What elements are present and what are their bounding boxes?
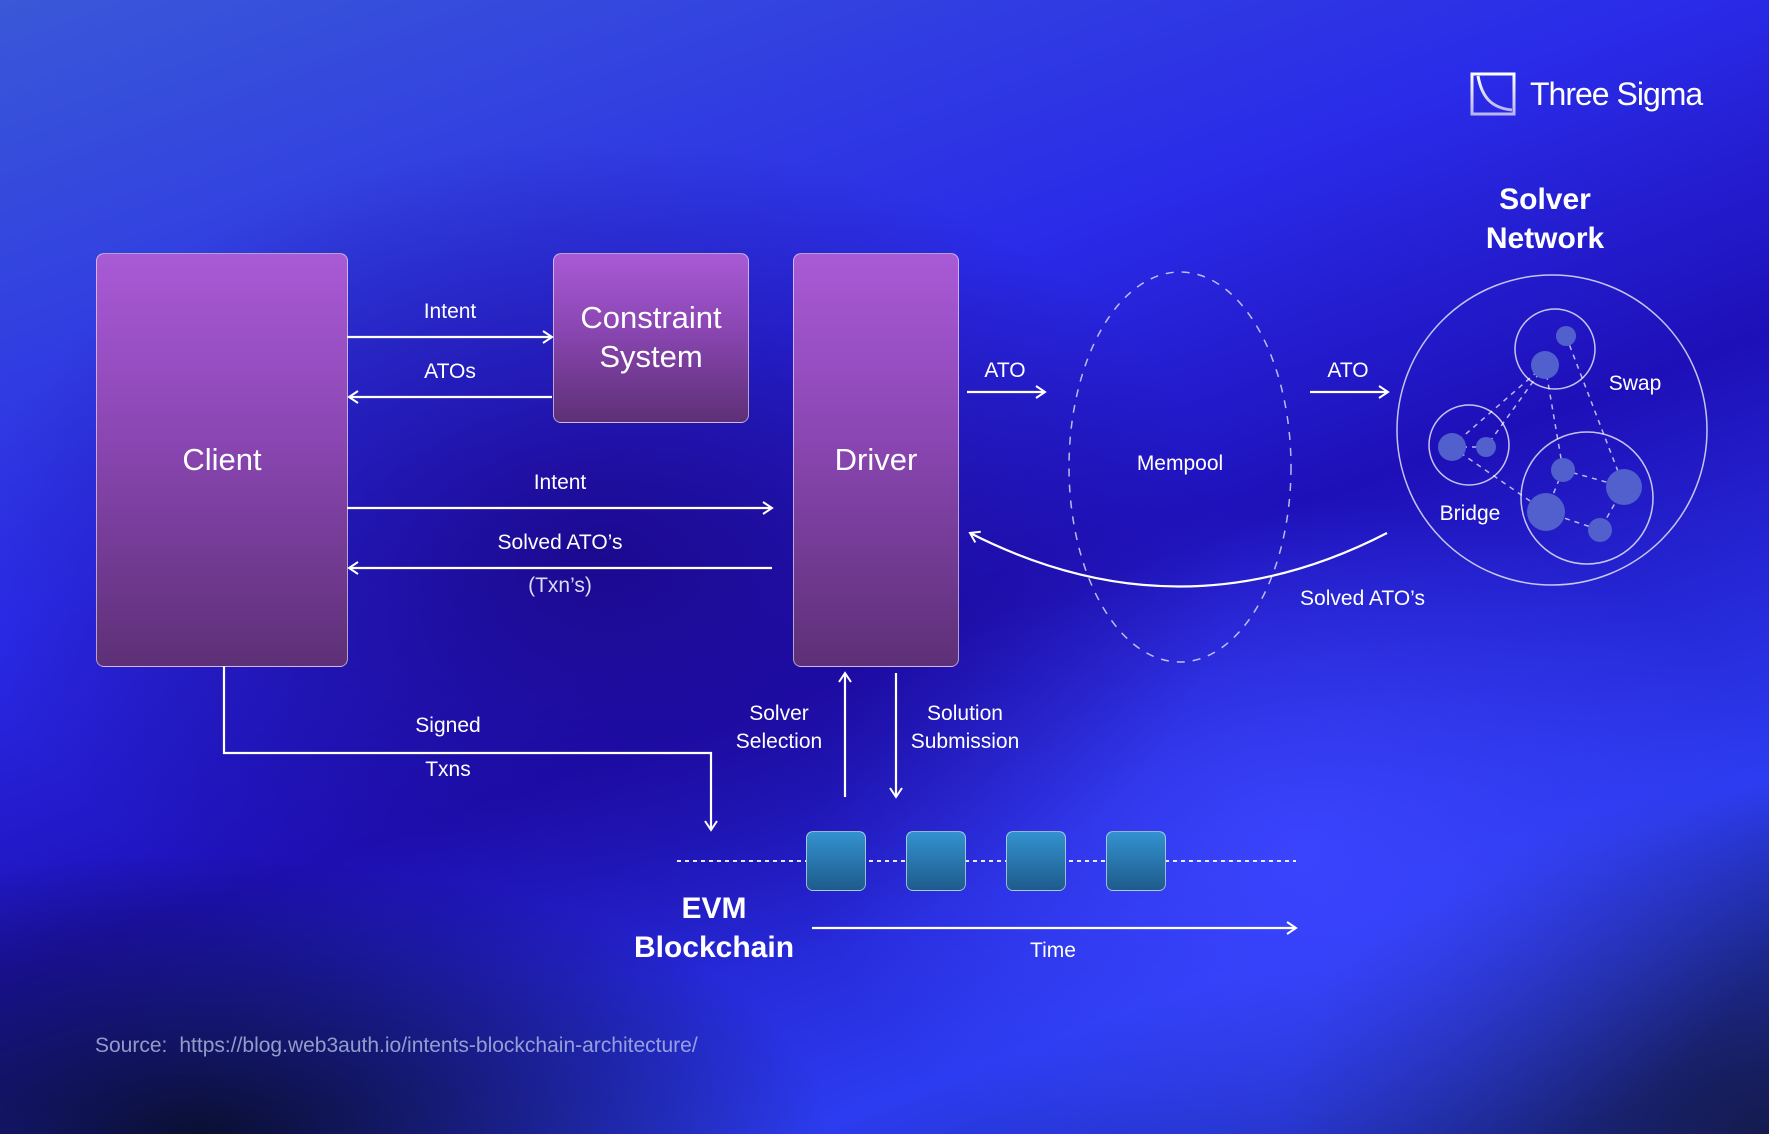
driver-node: Driver	[793, 253, 959, 667]
solver-node	[1527, 493, 1565, 531]
label-mempool-to-solvers: ATO	[1327, 359, 1369, 382]
label-driver-to-client: Solved ATO’s	[497, 531, 623, 554]
solver-network-boundary	[1396, 274, 1708, 586]
solver-node	[1438, 433, 1466, 461]
swap-label: Swap	[1608, 372, 1662, 395]
solver-node	[1551, 458, 1575, 482]
block-2	[906, 831, 966, 891]
label-solver-selection: Solver Selection	[735, 702, 823, 754]
brand-name: Three Sigma	[1530, 75, 1703, 112]
label-client-to-constraint: Intent	[423, 300, 477, 323]
solver-network-graph	[1396, 274, 1708, 586]
solver-node	[1588, 518, 1612, 542]
mempool-boundary	[1068, 271, 1292, 663]
solver-node	[1606, 469, 1642, 505]
client-label: Client	[182, 441, 262, 477]
three-sigma-logo-icon	[1470, 72, 1516, 116]
solver-network-title: Solver Network	[1485, 183, 1605, 255]
label-client-to-driver: Intent	[533, 471, 587, 494]
lower-cluster	[1520, 431, 1654, 565]
solver-node	[1476, 437, 1496, 457]
mempool-label: Mempool	[1136, 452, 1224, 475]
evm-blockchain-title: EVM Blockchain	[633, 892, 795, 964]
label-txns: Txns	[425, 758, 471, 781]
three-sigma-logo: Three Sigma	[1470, 72, 1703, 116]
label-driver-to-client-sub: (Txn’s)	[528, 574, 592, 597]
label-driver-to-mempool: ATO	[984, 359, 1026, 382]
block-1	[806, 831, 866, 891]
driver-label: Driver	[834, 441, 918, 477]
arrow-client-to-chain	[222, 666, 718, 832]
bridge-label: Bridge	[1439, 502, 1501, 525]
label-time: Time	[1030, 939, 1076, 962]
source-citation: Source: https://blog.web3auth.io/intents-…	[95, 1034, 698, 1058]
arrow-solvers-to-driver	[968, 530, 1388, 588]
solver-node	[1531, 351, 1559, 379]
client-node: Client	[96, 253, 348, 667]
label-constraint-to-client: ATOs	[424, 360, 476, 383]
source-link[interactable]: https://blog.web3auth.io/intents-blockch…	[179, 1034, 698, 1057]
bridge-cluster	[1428, 404, 1510, 486]
solver-node	[1556, 326, 1576, 346]
constraint-system-node: Constraint System	[553, 253, 749, 423]
solver-nodes	[1438, 326, 1642, 542]
swap-cluster	[1514, 308, 1596, 390]
constraint-system-label: Constraint System	[580, 300, 722, 374]
block-4	[1106, 831, 1166, 891]
block-3	[1006, 831, 1066, 891]
label-signed: Signed	[415, 714, 481, 737]
label-solution-submission: Solution Submission	[910, 702, 1020, 754]
source-label: Source:	[95, 1034, 168, 1057]
label-solvers-to-driver: Solved ATO’s	[1300, 587, 1425, 610]
